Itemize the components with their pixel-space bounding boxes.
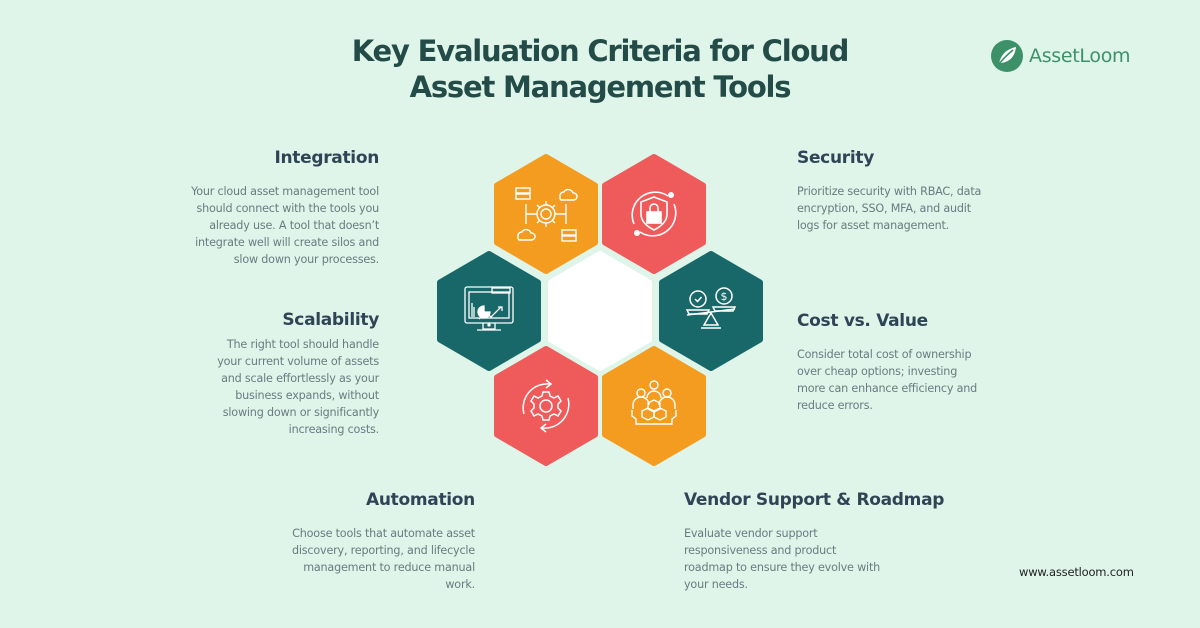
- hex-vendor: [605, 349, 703, 463]
- criterion-description: Prioritize security with RBAC, data encr…: [797, 185, 982, 232]
- criterion-title: Scalability: [282, 310, 379, 330]
- criterion-title: Cost vs. Value: [797, 311, 928, 331]
- hex-security: [605, 157, 703, 271]
- criterion-description: The right tool should handle your curren…: [217, 338, 379, 436]
- criterion-description: Your cloud asset management tool should …: [191, 185, 379, 266]
- criterion-cost: Cost vs. Value Consider total cost of ow…: [797, 311, 1037, 414]
- criterion-integration: Integration Your cloud asset management …: [150, 148, 379, 268]
- hex-cost: $: [662, 254, 760, 368]
- svg-text:$: $: [721, 290, 728, 303]
- brand-name: AssetLoom: [1029, 45, 1131, 67]
- criterion-title: Integration: [274, 148, 379, 168]
- balance-scale-icon: $: [685, 287, 737, 329]
- brand-logo: AssetLoom: [991, 40, 1131, 72]
- criterion-title: Automation: [366, 490, 475, 510]
- criterion-description: Consider total cost of ownership over ch…: [797, 348, 978, 412]
- monitor-chart-icon: [464, 286, 514, 331]
- title-line-1: Key Evaluation Criteria for Cloud: [351, 34, 850, 68]
- center-hexagon: [551, 254, 649, 368]
- gear-cycle-icon: [522, 379, 570, 433]
- team-support-icon: [631, 380, 677, 425]
- website-url: www.assetloom.com: [1019, 565, 1134, 579]
- shield-lock-icon: [631, 191, 677, 237]
- hex-automation: [497, 349, 595, 463]
- criterion-description: Evaluate vendor support responsiveness a…: [684, 527, 881, 591]
- title-line-2: Asset Management Tools: [409, 70, 792, 104]
- criterion-description: Choose tools that automate asset discove…: [291, 527, 475, 591]
- criterion-vendor: Vendor Support & Roadmap Evaluate vendor…: [684, 490, 984, 593]
- criterion-title: Security: [797, 148, 874, 168]
- criterion-title: Vendor Support & Roadmap: [684, 490, 945, 510]
- leaf-icon: [991, 40, 1023, 72]
- integration-gear-cloud-icon: [515, 187, 578, 242]
- hex-scalability: [440, 254, 538, 368]
- page-title: Key Evaluation Criteria for Cloud Asset …: [300, 33, 900, 105]
- criterion-scalability: Scalability The right tool should handle…: [150, 310, 379, 438]
- criterion-security: Security Prioritize security with RBAC, …: [797, 148, 1037, 234]
- hex-integration: [497, 157, 595, 271]
- criterion-automation: Automation Choose tools that automate as…: [245, 490, 475, 593]
